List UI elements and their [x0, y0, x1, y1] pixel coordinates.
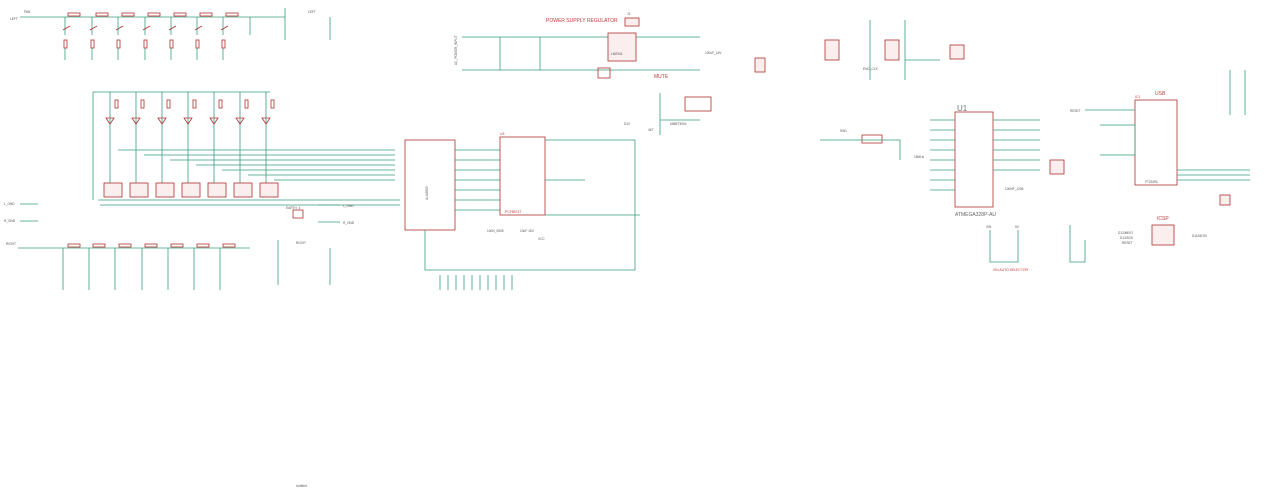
ft232-label: FT232RL	[1145, 180, 1159, 184]
u3-ref: U3	[500, 132, 504, 136]
encoder-block: ENC_CLK SW1	[754, 20, 965, 160]
sw1-label: SW1	[840, 129, 847, 133]
crystal-label: 16MHz	[914, 155, 925, 159]
vin-title: VIN AUTO SELECTOR	[993, 268, 1028, 272]
jumper-label: J1	[627, 12, 631, 16]
icsp-block: ICSP D12/MISO D13/SCK RESET D11/MOSI	[1118, 216, 1207, 246]
mute-title: MUTE	[654, 74, 669, 80]
right-net-label: RIGHT	[6, 242, 16, 246]
power-supply-block: POWER SUPPLY REGULATOR AC_POWER_INPUT LM…	[454, 12, 722, 79]
right-input-ladder: RIGHT RIGHT	[6, 240, 331, 290]
icsp-mosi: D11/MOSI	[1192, 234, 1207, 238]
cap-100n: 100N_0805	[487, 229, 504, 233]
pan-net-label: PAN	[24, 10, 31, 14]
ac-input-label: AC_POWER_INPUT	[454, 35, 458, 65]
mcu-block: U1 ATMEGA328P-AU 16MHz 100NF_1206	[914, 104, 1065, 218]
mcu-label: ATMEGA328P-AU	[955, 212, 996, 218]
enc-label: ENC_CLK	[863, 67, 879, 71]
mute-net: D10	[624, 122, 630, 126]
power-title: POWER SUPPLY REGULATOR	[546, 18, 618, 24]
usb-block: USB IC1 FT232RL RESET	[1070, 70, 1250, 206]
l-gnd-label: L_GND	[4, 202, 15, 206]
icsp-miso: D12/MISO	[1118, 231, 1133, 235]
r-gnd-label-2: R_GND	[343, 221, 355, 225]
l-gnd-label-2: L_GND	[343, 204, 354, 208]
mute-resistor: 4K7	[648, 128, 654, 132]
r-gnd-label: R_GND	[4, 219, 16, 223]
ic1-ref: IC1	[1135, 95, 1140, 99]
pcf8574-label: PCF8574T	[505, 210, 521, 214]
icsp-sck: D13/SCK	[1120, 236, 1134, 240]
left-net-label: LEFT	[10, 17, 18, 21]
vin-selector-block: VIN AUTO SELECTOR VIN 5V	[986, 225, 1086, 272]
uln2803-block: ULN2803	[404, 139, 636, 271]
icsp-title: ICSP	[1157, 216, 1169, 222]
left-net-label-2: LEFT	[308, 10, 316, 14]
mcu-cap-label: 100NF_1206	[1005, 187, 1024, 191]
cap-10uf: 10uF 16V	[520, 229, 535, 233]
left-input-ladder: PAN LEFT LEFT	[10, 8, 331, 60]
usb-title: USB	[1155, 91, 1166, 97]
gnd-inputs: L_GND R_GND EARTH_4 L_GND R_GND	[4, 202, 355, 225]
u1-ref: U1	[957, 104, 968, 113]
pcf8574-block: U3 PCF8574T 100N_0805 10uF 16V VCC	[439, 132, 640, 290]
mute-transistor: MMBT3904	[670, 122, 687, 126]
regulator-label: LM2941	[611, 52, 623, 56]
cap-100uf-label: 100uF_16V	[705, 51, 722, 55]
mute-block: MUTE 4K7 MMBT3904 D10	[624, 74, 712, 135]
vin-net: VIN	[986, 225, 992, 229]
sheet-footer: Untitled	[296, 484, 307, 488]
right-net-label-2: RIGHT	[296, 241, 306, 245]
icsp-reset: RESET	[1122, 241, 1133, 245]
5v-net: 5V	[1015, 225, 1020, 229]
reset-label: RESET	[1070, 109, 1081, 113]
uln2803-label: ULN2803	[425, 186, 429, 200]
led-relay-row	[92, 91, 400, 206]
earth-label: EARTH_4	[286, 206, 301, 210]
vcc-label: VCC	[538, 237, 545, 241]
